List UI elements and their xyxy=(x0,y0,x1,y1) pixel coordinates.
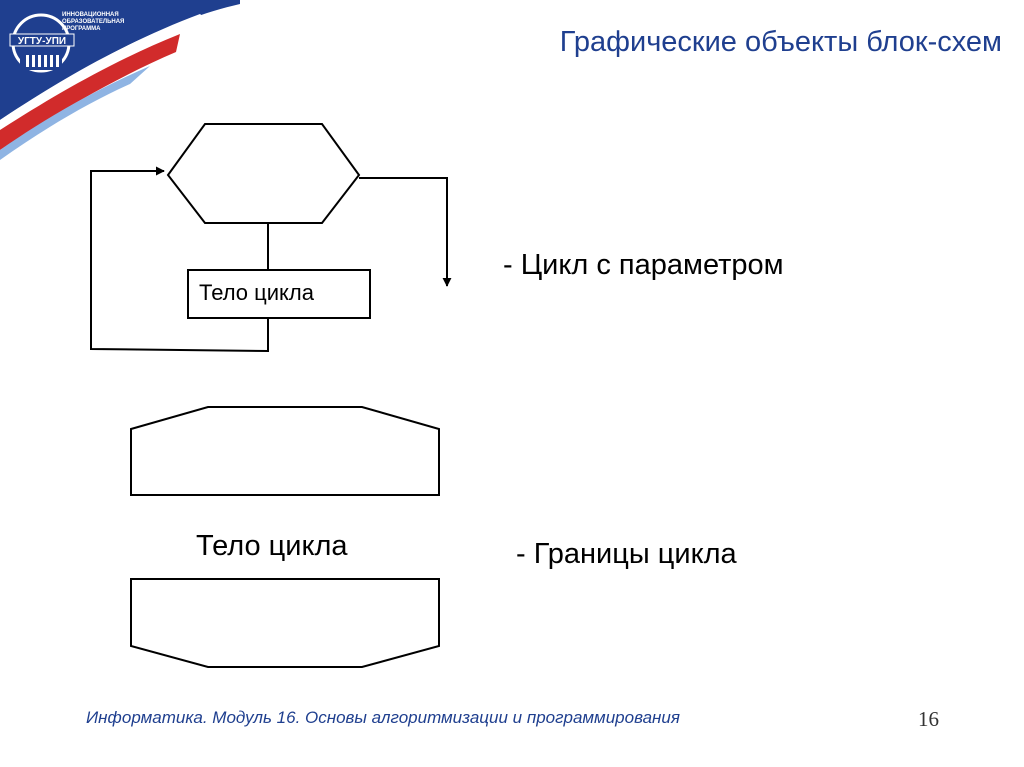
page-number: 16 xyxy=(918,707,939,731)
footer-text: Информатика. Модуль 16. Основы алгоритми… xyxy=(86,708,680,727)
loop-parameter-description: - Цикл с параметром xyxy=(503,249,784,281)
loop-body-box xyxy=(187,269,371,319)
exit-connector xyxy=(359,177,452,287)
loop-parameter-diagram xyxy=(90,123,452,353)
loop-boundaries-description: - Границы цикла xyxy=(516,538,737,570)
loop-body-label-2: Тело цикла xyxy=(196,530,348,562)
loop-boundaries-diagram xyxy=(130,406,440,668)
loop-body-label: Тело цикла xyxy=(199,280,314,305)
logo-badge: УГТУ-УПИ xyxy=(18,36,66,47)
page-title: Графические объекты блок-схем xyxy=(559,26,1002,58)
hexagon-loop-header xyxy=(166,123,361,224)
logo-emblem: УГТУ-УПИ xyxy=(9,13,75,73)
loop-back-connector xyxy=(90,166,269,353)
logo-swoosh: УГТУ-УПИ xyxy=(0,0,240,160)
logo-caption: ИННОВАЦИОННАЯ ОБРАЗОВАТЕЛЬНАЯ ПРОГРАММА xyxy=(62,12,125,32)
loop-end-boundary xyxy=(130,578,440,668)
loop-start-boundary xyxy=(130,406,440,496)
